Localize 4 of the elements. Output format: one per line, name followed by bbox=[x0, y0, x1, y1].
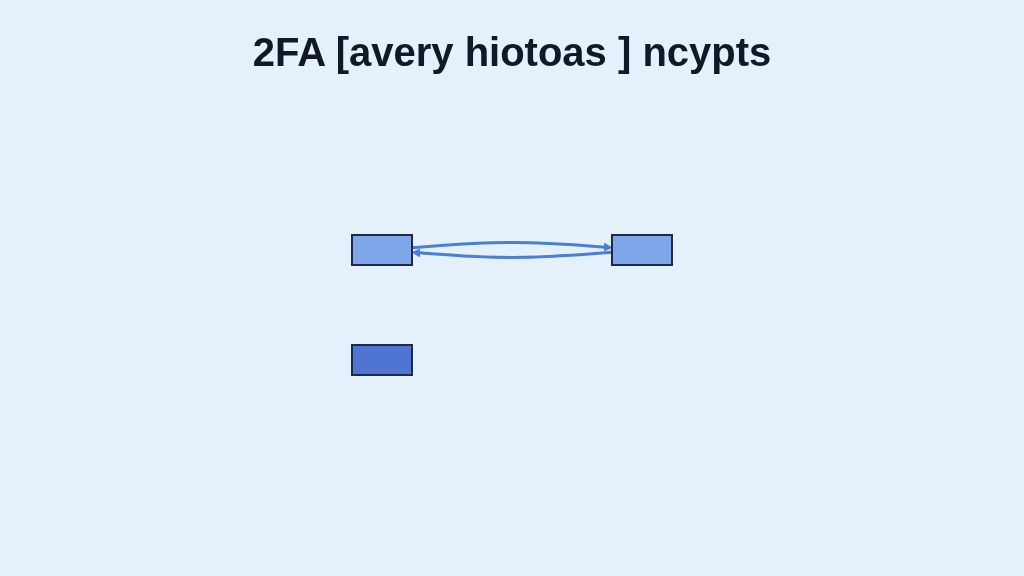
node-box bbox=[351, 234, 413, 266]
node-box bbox=[611, 234, 673, 266]
diagram-title: 2FA [avery hiotoas ] ncypts bbox=[251, 30, 773, 75]
node-box bbox=[351, 344, 413, 376]
